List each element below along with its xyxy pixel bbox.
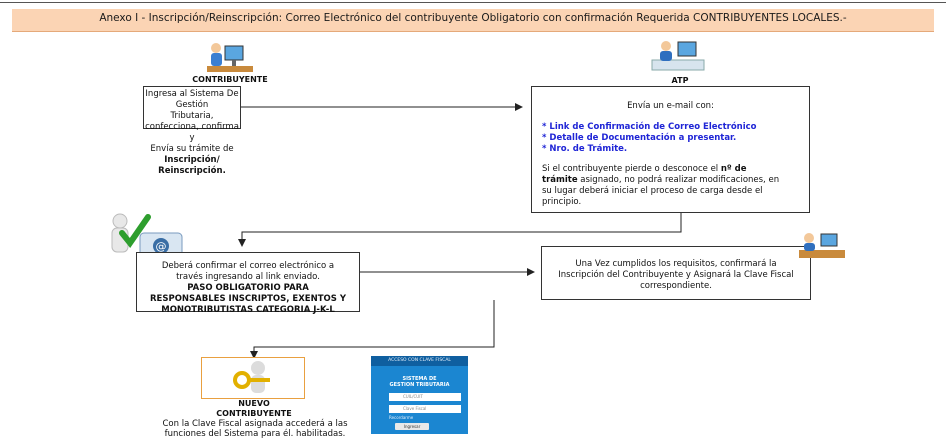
login-panel-title: SISTEMA DE GESTION TRIBUTARIA [371,376,468,388]
atp-bullet-1: * Link de Confirmación de Correo Electró… [542,122,757,132]
login-title-1: SISTEMA DE [402,376,437,382]
title-banner: Anexo I - Inscripción/Reinscripción: Cor… [0,0,946,34]
atp-note-2b: asignado, no podrá realizar modificacion… [577,175,780,185]
nuevo-contribuyente-text: Con la Clave Fiscal asignada accederá a … [150,419,360,439]
remember-checkbox[interactable]: Recordarme [389,415,414,420]
atp-note-2a: trámite [542,175,578,185]
nuevo-contribuyente-label: NUEVO CONTRIBUYENTE [210,399,298,419]
confirm-line-1: Deberá confirmar el correo electrónico a [161,261,335,271]
contribuyente-desk-icon [205,38,255,74]
clave-input[interactable]: Clave Fiscal [389,405,461,413]
atp-note-2: trámite asignado, no podrá realizar modi… [542,175,799,186]
contribuyente-line-3: Envía su trámite de Inscripción/ [144,144,240,166]
atp-label: ATP [671,76,689,85]
contribuyente-step-box: Ingresa al Sistema De Gestión Tributaria… [143,86,241,176]
nuevo-line-2: funciones del Sistema para él. habilitad… [164,429,346,439]
atp-note-1b: nº de [720,164,747,174]
nuevo-label-1: NUEVO [238,399,270,408]
contribuyente-line-3a: Envía su trámite de [150,144,234,154]
nuevo-label-2: CONTRIBUYENTE [216,409,292,418]
atp-bullet-3: * Nro. de Trámite. [542,144,628,154]
atp-note-4: principio. [542,197,582,207]
assign-line-3: correspondiente. [640,281,712,291]
assign-line-1: Una Vez cumplidos los requisitos, confir… [575,259,777,269]
top-divider [0,2,946,3]
contribuyente-line-4: Reinscripción. [158,166,226,176]
confirm-line-4: RESPONSABLES INSCRIPTOS, EXENTOS Y [150,294,346,304]
assign-line-2: Inscripción del Contribuyente y Asignará… [558,270,794,280]
banner-bar [12,9,934,32]
contribuyente-line-3b: Inscripción/ [164,155,220,165]
atp-intro: Envía un e-mail con: [627,101,714,111]
atp-step-box: Envía un e-mail con: * Link de Confirmac… [531,86,810,213]
ingresar-button[interactable]: Ingresar [395,423,429,430]
confirm-line-2: través ingresando al link enviado. [176,272,320,282]
atp-note-1a: Si el contribuyente pierde o desconoce e… [542,164,721,174]
atp-desk-icon [650,38,706,72]
svg-text:@: @ [156,240,167,253]
arrow-assign-to-nuevo [250,300,495,359]
contribuyente-label: CONTRIBUYENTE [192,75,268,84]
diagram-title: Anexo I - Inscripción/Reinscripción: Cor… [99,12,847,24]
arrow-atp-to-confirm [238,213,682,247]
atp-note-3: su lugar deberá iniciar el proceso de ca… [542,186,763,196]
cuit-input[interactable]: CUIL/CUIT [389,393,461,401]
login-panel: ACCESO CON CLAVE FISCAL SISTEMA DE GESTI… [371,356,468,434]
confirm-line-3: PASO OBLIGATORIO PARA [187,283,309,293]
atp-bullet-2: * Detalle de Documentación a presentar. [542,133,737,143]
nuevo-contribuyente-image [201,357,305,399]
contribuyente-line-2: Tributaria, confecciona, confirma y [145,111,239,143]
login-title-2: GESTION TRIBUTARIA [389,382,450,388]
assign-clave-step-box: Una Vez cumplidos los requisitos, confir… [541,246,811,300]
confirm-line-5: MONOTRIBUTISTAS CATEGORIA J-K-L [161,305,335,315]
atp-note-1: Si el contribuyente pierde o desconoce e… [542,164,799,175]
login-panel-header: ACCESO CON CLAVE FISCAL [371,356,468,366]
contribuyente-line-1: Ingresa al Sistema De Gestión [145,89,239,110]
assign-desk-icon [797,230,847,260]
nuevo-line-1: Con la Clave Fiscal asignada accederá a … [162,419,348,429]
confirm-email-step-box: Deberá confirmar el correo electrónico a… [136,252,360,315]
